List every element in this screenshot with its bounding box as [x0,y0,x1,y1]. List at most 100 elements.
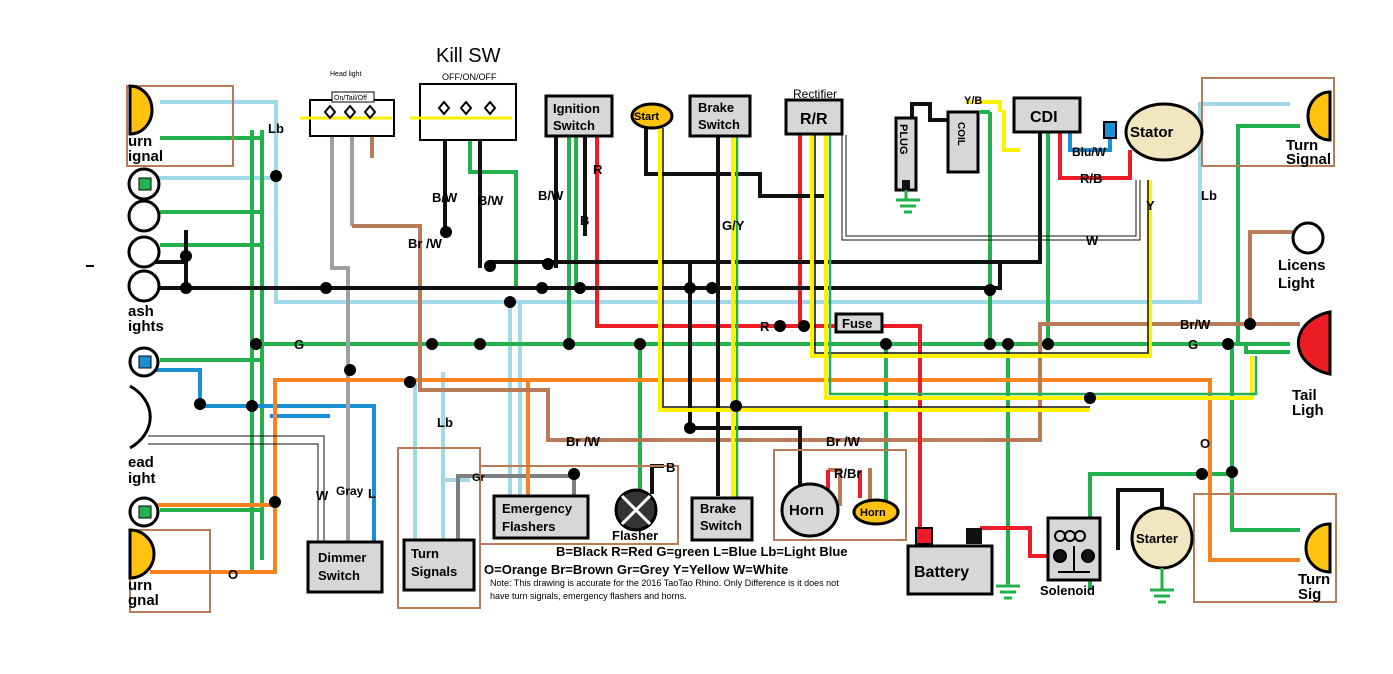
wire-label-gray: Gray [336,484,364,498]
tail-light-bulb [1297,310,1332,376]
frame-emergency [479,465,679,545]
legend-line-1: B=Black R=Red G=green L=Blue Lb=Light Bl… [556,544,847,559]
brake-switch-bottom-label-1: Brake [700,501,736,516]
kill-sw-positions: OFF/ON/OFF [442,72,497,82]
flash-light-2 [127,199,161,233]
battery-label: Battery [914,564,969,581]
wire-grey-flasher [456,474,576,548]
head-green-plug [138,505,152,519]
emergency-flashers[interactable] [492,494,590,540]
wire-g-kill [468,132,518,290]
turn-signal-tl-label-1: urn [128,133,152,150]
wire-label-r-mid: R [760,319,770,334]
wire-g-right [1230,124,1300,532]
tail-light-label-1: Tail [1292,387,1317,404]
wire-label-b-ign: B [580,213,589,228]
wire-black-main [150,262,1002,290]
wire-label-brw-kill: Br /W [408,236,443,251]
wire-red-ign [595,135,922,540]
flash-light-3 [127,235,161,269]
wire-yellow-edge [814,135,1149,354]
junctions [180,170,1256,508]
stator [1124,102,1204,162]
flasher-label: Flasher [612,528,658,543]
horn-button[interactable] [852,498,900,526]
battery-box [906,544,994,596]
wire-label-bw2: B/W [478,193,504,208]
fuse-label: Fuse [842,316,872,331]
start-button-label: Start [634,111,659,123]
ignition-switch[interactable] [544,94,614,138]
rr-label: R/R [800,111,828,128]
ground-symbols [896,190,1174,604]
battery-negative-terminal [966,528,982,544]
emergency-flashers-label-2: Flashers [502,519,555,534]
solenoid-coil [1053,530,1095,573]
horn-label: Horn [789,502,824,519]
wire-label-yb: Y/B [964,95,982,107]
flash-lights-label-1: ash [128,303,154,320]
ignition-switch-label-2: Switch [553,118,595,133]
starter-label: Starter [1136,531,1178,546]
wire-label-g-left: G [294,337,304,352]
wire-orange-top [150,378,1300,562]
brake-switch-top[interactable] [688,94,752,138]
turn-signal-tr-label-1: Turn [1286,137,1318,154]
brake-switch-bottom-label-2: Switch [700,518,742,533]
turn-signals-label-1: Turn [411,546,439,561]
wire-yellow-rr [824,135,1254,400]
brake-switch-top-label-2: Switch [698,117,740,132]
plug-label: PLUG [897,124,909,155]
flasher-cross [620,494,652,526]
turn-signal-tl-label-2: ignal [128,148,163,165]
wire-yellow-yb [966,100,1020,152]
wire-label-gr: Gr [472,472,486,484]
wire-label-w-rect: W [1086,233,1099,248]
wire-label-lb-mid: Lb [437,415,453,430]
brake-switch-bottom[interactable] [690,496,754,542]
start-button[interactable] [630,102,674,130]
wire-label-y-stator: Y [1146,198,1155,213]
tail-light-label-2: Ligh [1292,402,1324,419]
wire-label-rb: R/B [1080,171,1102,186]
frame-turn-signal-br [1193,493,1337,603]
cdi-box [1012,96,1082,134]
wire-label-l-dimmer: L [368,486,376,501]
kill-switch[interactable] [410,83,517,141]
turn-signal-br-label-2: Sig [1298,586,1321,603]
wire-label-b-flasher: B [666,460,675,475]
wire-label-brw-bottom1: Br /W [566,434,601,449]
wire-brown-license [1248,230,1300,324]
headlight-switch[interactable] [300,91,395,137]
wire-white-head [148,435,325,548]
coil-label: COIL [955,122,966,146]
battery-positive-terminal [915,527,933,545]
solenoid-label: Solenoid [1040,583,1095,598]
wire-lb-top [160,100,1202,304]
frame-horn [773,449,907,541]
turn-signals-box[interactable] [402,538,476,592]
wire-white-rect [841,135,1141,241]
wire-label-w-dimmer: W [316,488,329,503]
wire-g-ign [567,135,578,344]
head-light-label-2: ight [128,470,156,487]
turn-signal-bl-label-2: gnal [128,592,159,609]
wire-grey-dimmer [330,132,354,548]
turn-signal-tr-bulb [1306,90,1332,142]
turn-signal-tr-label-2: Signal [1286,151,1331,168]
cdi-label: CDI [1030,109,1058,126]
wire-black-horn [688,262,802,490]
dimmer-switch[interactable] [306,540,384,594]
wire-label-blu-w: Blu/W [1072,145,1107,159]
license-light-label-2: Light [1278,275,1315,292]
headlight-bulb [129,384,152,450]
wire-black-kill2 [443,132,482,268]
flash-lights-label-2: ights [128,318,164,335]
turn-signals-label-2: Signals [411,564,457,579]
plug-tip [902,180,910,190]
wire-label-bw1: B/W [432,190,458,205]
horn-button-label: Horn [860,507,886,519]
wire-black-flasher [650,464,664,494]
headlight-switch-title: Head light [330,71,362,78]
